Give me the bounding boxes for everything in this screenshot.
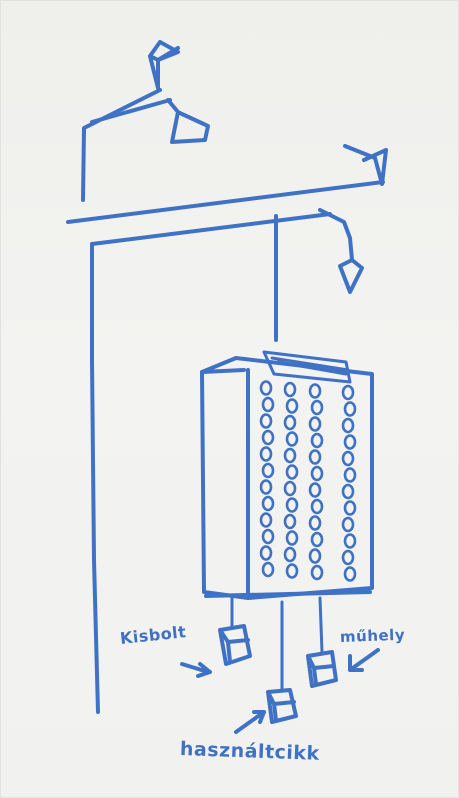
window-icon: [285, 482, 295, 495]
window-icon: [261, 547, 271, 560]
window-icon: [287, 499, 297, 512]
window-icon: [285, 548, 295, 561]
box-icon: [220, 626, 250, 664]
window-icon: [263, 563, 273, 576]
window-icon: [287, 532, 297, 545]
left-pole: [92, 244, 98, 712]
window-icon: [345, 535, 355, 548]
window-icon: [312, 533, 322, 546]
window-icon: [343, 386, 353, 399]
window-icon: [263, 431, 273, 444]
window-icon: [343, 485, 353, 498]
window-icon: [345, 436, 355, 449]
window-icon: [312, 566, 322, 579]
window-icon: [285, 383, 295, 396]
window-icon: [263, 530, 273, 543]
box-icon: [268, 690, 296, 722]
flag-icon: [345, 146, 386, 184]
window-icon: [312, 467, 322, 480]
window-icon: [345, 568, 355, 581]
window-icon: [310, 451, 320, 464]
window-icon: [287, 466, 297, 479]
arrow-up-icon: [236, 712, 264, 732]
window-icon: [285, 416, 295, 429]
label-muhely: műhely: [340, 626, 406, 646]
window-icon: [343, 452, 353, 465]
window-icon: [345, 403, 355, 416]
window-icon: [310, 385, 320, 398]
window-icon: [285, 515, 295, 528]
main-bar-bottom: [92, 214, 330, 244]
window-icon: [261, 448, 271, 461]
window-icon: [310, 418, 320, 431]
window-icon: [343, 518, 353, 531]
arrow-right-icon: [182, 664, 210, 676]
window-icon: [261, 481, 271, 494]
window-icon: [345, 502, 355, 515]
window-icon: [287, 433, 297, 446]
arrow-left-icon: [350, 650, 378, 670]
window-icon: [263, 464, 273, 477]
window-icon: [287, 565, 297, 578]
window-icon: [343, 551, 353, 564]
window-icon: [312, 401, 322, 414]
window-icon: [261, 514, 271, 527]
window-icon: [285, 449, 295, 462]
window-icon: [343, 419, 353, 432]
box-icon: [308, 652, 336, 686]
window-icon: [310, 517, 320, 530]
arrow-icon: [168, 100, 208, 142]
window-icon: [310, 484, 320, 497]
window-icon: [312, 500, 322, 513]
arrow-icon: [150, 42, 178, 88]
window-icon: [263, 497, 273, 510]
building-windows: [261, 382, 355, 581]
window-icon: [261, 415, 271, 428]
window-icon: [345, 469, 355, 482]
window-icon: [310, 550, 320, 563]
window-icon: [287, 400, 297, 413]
hook-arrow-icon: [320, 210, 362, 292]
window-icon: [312, 434, 322, 447]
window-icon: [263, 398, 273, 411]
hanging-boxes: [220, 598, 336, 722]
window-icon: [261, 382, 271, 395]
